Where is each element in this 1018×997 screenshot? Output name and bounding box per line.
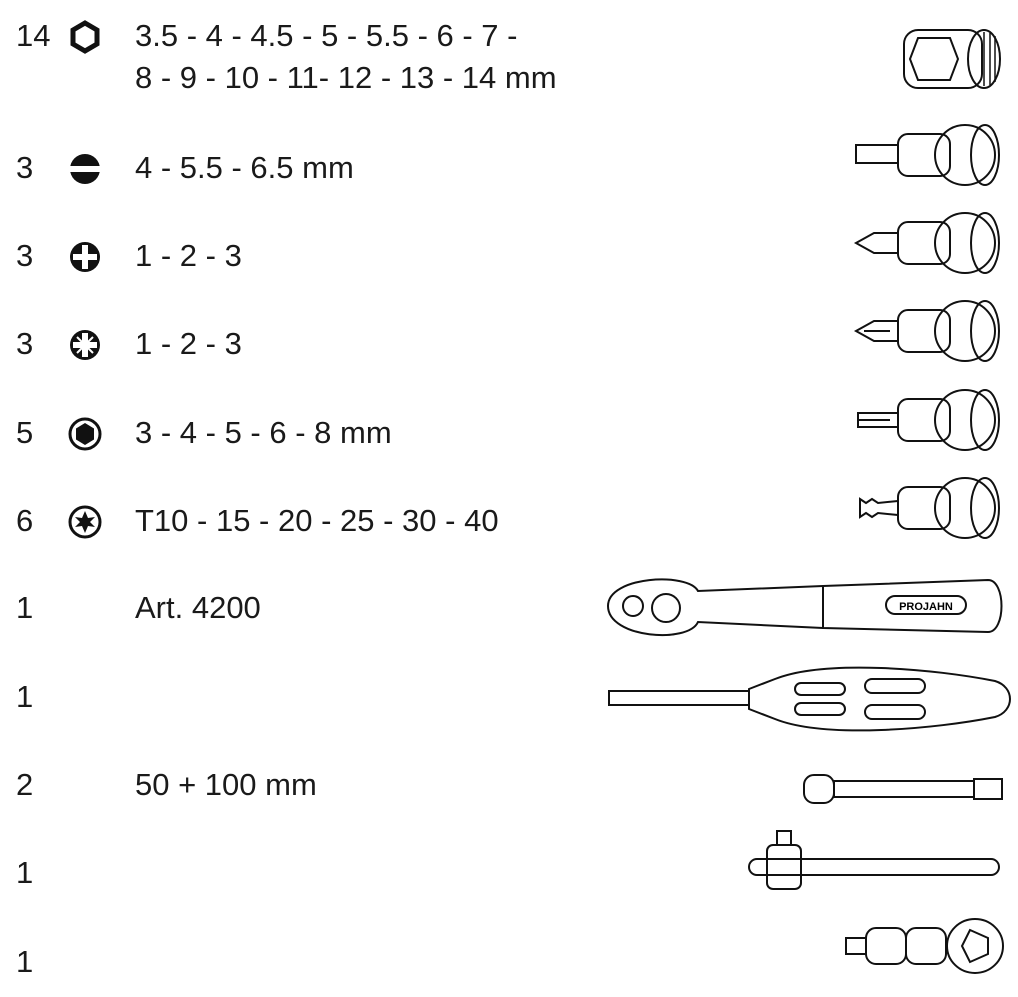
description: 1 - 2 - 3 [135, 326, 242, 361]
quantity: 3 [16, 150, 34, 185]
t-handle-illustration [748, 830, 1000, 890]
universal-joint-illustration [845, 918, 1004, 974]
description: 4 - 5.5 - 6.5 mm [135, 150, 354, 185]
pozidriv-bit-illustration [853, 300, 1000, 362]
quantity: 1 [16, 590, 34, 625]
quantity: 5 [16, 415, 34, 450]
phillips-icon [70, 242, 100, 272]
hex-socket-icon [70, 20, 100, 54]
phillips-bit-illustration [853, 212, 1000, 274]
description: 1 - 2 - 3 [135, 238, 242, 273]
ratchet-illustration: PROJAHN [606, 578, 1003, 637]
description: T10 - 15 - 20 - 25 - 30 - 40 [135, 503, 499, 538]
pozidriv-icon [70, 330, 100, 360]
quantity: 3 [16, 326, 34, 361]
quantity: 1 [16, 855, 34, 890]
description: 3 - 4 - 5 - 6 - 8 mm [135, 415, 392, 450]
size-line-2: 8 - 9 - 10 - 11- 12 - 13 - 14 mm [135, 60, 557, 95]
torx-icon [68, 505, 102, 539]
socket-illustration [903, 29, 1001, 89]
slotted-icon [69, 154, 101, 184]
size-line-1: 3.5 - 4 - 4.5 - 5 - 5.5 - 6 - 7 - [135, 18, 518, 53]
quantity: 2 [16, 767, 34, 802]
quantity: 3 [16, 238, 34, 273]
torx-bit-illustration [859, 477, 1000, 539]
description: 3.5 - 4 - 4.5 - 5 - 5.5 - 6 - 7 - 8 - 9 … [135, 15, 557, 99]
hex-key-icon [68, 417, 102, 451]
quantity: 14 [16, 18, 51, 53]
description: 50 + 100 mm [135, 767, 317, 802]
screwdriver-handle-illustration [608, 666, 1011, 732]
slotted-bit-illustration [855, 124, 1000, 186]
extension-bar-illustration [803, 774, 1003, 804]
quantity: 6 [16, 503, 34, 538]
quantity: 1 [16, 944, 34, 979]
svg-text:PROJAHN: PROJAHN [899, 601, 953, 613]
quantity: 1 [16, 679, 34, 714]
article-number: Art. 4200 [135, 590, 261, 625]
hex-bit-illustration [857, 389, 1000, 451]
